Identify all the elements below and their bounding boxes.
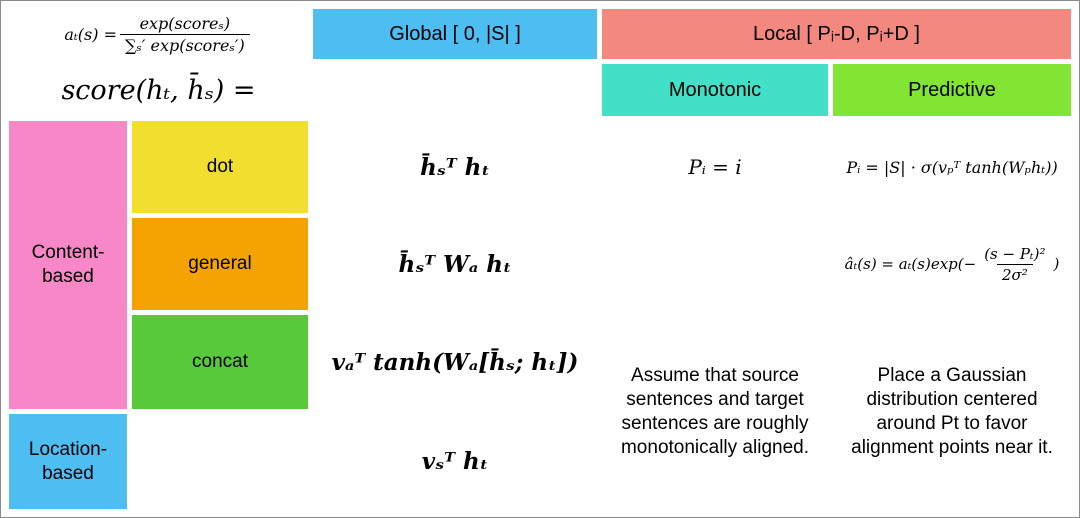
gaussian-suffix: ) xyxy=(1053,255,1060,273)
monotonic-header-cell: Monotonic xyxy=(602,64,828,116)
softmax-denominator: ∑ₛ′ exp(scoreₛ′) xyxy=(119,33,250,55)
monotonic-note: Assume that source sentences and target … xyxy=(602,315,828,509)
gaussian-formula-wrap: âₜ(s) = aₜ(s)exp(− (s − Pₜ)² 2σ² ) xyxy=(845,245,1060,284)
predictive-header-cell: Predictive xyxy=(833,64,1071,116)
location-score-text: vₛᵀ hₜ xyxy=(421,448,489,475)
dot-row-cell: dot xyxy=(132,121,308,213)
score-function-label: score(hₜ, h̄ₛ) = xyxy=(9,64,308,116)
general-score-text: h̄ₛᵀ Wₐ hₜ xyxy=(398,250,512,278)
global-header-label: Global [ 0, |S| ] xyxy=(389,22,521,45)
softmax-formula: aₜ(s) = exp(scoreₛ) ∑ₛ′ exp(scoreₛ′) xyxy=(9,9,308,59)
predictive-position-formula: Pᵢ = |S| · σ(vₚᵀ tanh(Wₚhₜ)) xyxy=(833,121,1071,213)
concat-score-formula: vₐᵀ tanh(Wₐ[h̄ₛ; hₜ]) xyxy=(313,315,597,409)
dot-row-label: dot xyxy=(206,156,234,178)
gaussian-prefix: âₜ(s) = aₜ(s)exp(− xyxy=(844,255,977,273)
predictive-position-text: Pᵢ = |S| · σ(vₚᵀ tanh(Wₚhₜ)) xyxy=(846,157,1058,177)
gaussian-denominator: 2σ² xyxy=(996,263,1033,284)
global-header-cell: Global [ 0, |S| ] xyxy=(313,9,597,59)
softmax-fraction: exp(scoreₛ) ∑ₛ′ exp(scoreₛ′) xyxy=(119,13,250,55)
location-score-formula: vₛᵀ hₜ xyxy=(313,414,597,509)
dot-score-text: h̄ₛᵀ hₜ xyxy=(420,153,490,181)
local-header-label: Local [ Pᵢ-D, Pᵢ+D ] xyxy=(753,22,920,45)
content-based-cell: Content-based xyxy=(9,121,127,409)
location-based-cell: Location-based xyxy=(9,414,127,509)
concat-row-cell: concat xyxy=(132,315,308,409)
softmax-lhs: aₜ(s) = xyxy=(64,24,117,44)
predictive-header-label: Predictive xyxy=(908,78,996,101)
general-score-formula: h̄ₛᵀ Wₐ hₜ xyxy=(313,218,597,310)
gaussian-weighting-formula: âₜ(s) = aₜ(s)exp(− (s − Pₜ)² 2σ² ) xyxy=(833,218,1071,310)
predictive-note-text: Place a Gaussian distribution centered a… xyxy=(851,365,1053,458)
concat-row-label: concat xyxy=(192,351,248,373)
general-row-label: general xyxy=(188,253,252,275)
gaussian-fraction: (s − Pₜ)² 2σ² xyxy=(979,245,1050,284)
location-based-label: Location-based xyxy=(28,438,108,484)
score-function-text: score(hₜ, h̄ₛ) = xyxy=(61,74,256,106)
content-based-label: Content-based xyxy=(31,242,105,287)
general-row-cell: general xyxy=(132,218,308,310)
gaussian-numerator: (s − Pₜ)² xyxy=(984,244,1046,263)
predictive-note: Place a Gaussian distribution centered a… xyxy=(833,315,1071,509)
local-header-cell: Local [ Pᵢ-D, Pᵢ+D ] xyxy=(602,9,1071,59)
monotonic-position-formula: Pᵢ = i xyxy=(602,121,828,213)
monotonic-position-text: Pᵢ = i xyxy=(688,155,742,179)
concat-score-text: vₐᵀ tanh(Wₐ[h̄ₛ; hₜ]) xyxy=(331,348,579,376)
table-grid: aₜ(s) = exp(scoreₛ) ∑ₛ′ exp(scoreₛ′) Glo… xyxy=(9,9,1071,509)
monotonic-note-text: Assume that source sentences and target … xyxy=(620,365,809,458)
softmax-numerator: exp(scoreₛ) xyxy=(139,13,231,33)
monotonic-header-label: Monotonic xyxy=(668,78,762,101)
dot-score-formula: h̄ₛᵀ hₜ xyxy=(313,121,597,213)
